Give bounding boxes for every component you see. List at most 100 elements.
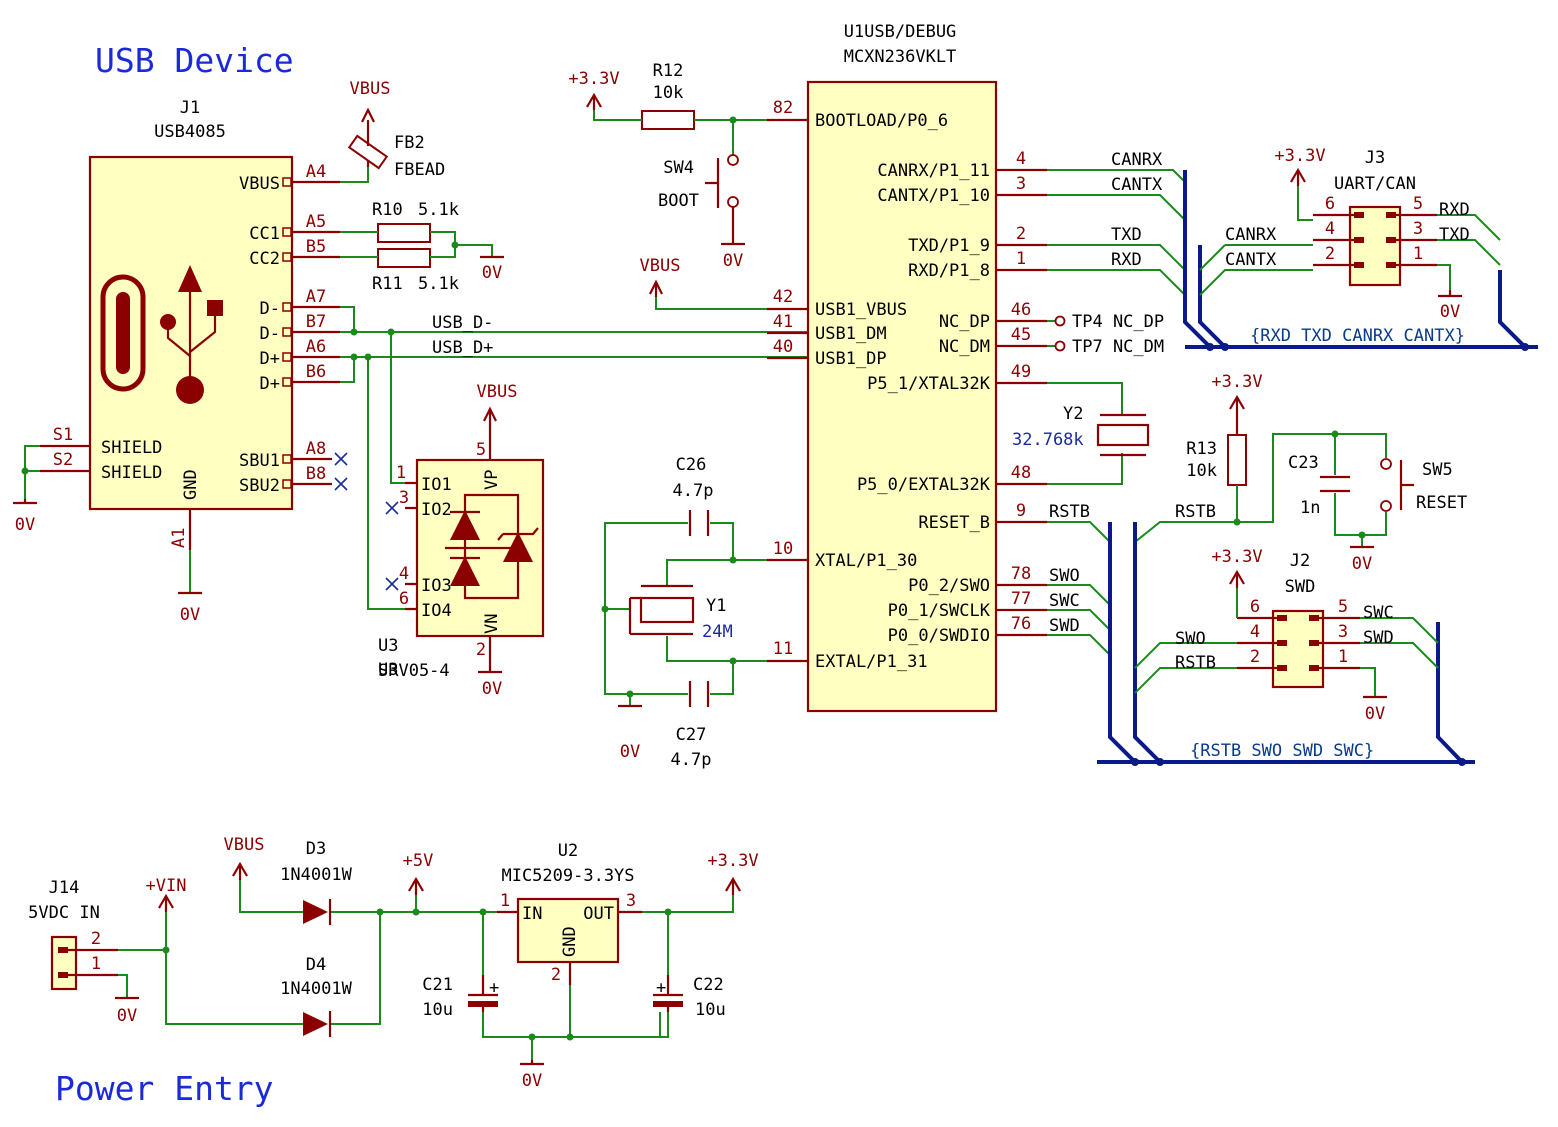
j2-pin-3: 3 [1338, 622, 1348, 642]
c21-plus-icon: + [489, 978, 499, 998]
tvs-zener-icon [503, 532, 533, 562]
j1-pin-name-shield1: SHIELD [101, 438, 162, 458]
u3-pin-name-vn: VN [482, 614, 502, 634]
j1-value: USB4085 [154, 122, 226, 142]
u1-pin-num-11: 11 [773, 639, 793, 659]
tp7-label: TP7 NC_DM [1072, 337, 1164, 357]
j1-pin-num-b7: B7 [306, 312, 326, 332]
u3-value-visible: SRV05-4 [378, 661, 450, 681]
u3-esd-protection: 1 3 4 6 5 2 IO1 IO2 IO3 IO4 VP VN U3 SRV… [378, 425, 545, 680]
net-label-usb-dp: USB_D+ [432, 338, 493, 358]
r11-resistor: R11 5.1k [372, 248, 459, 294]
net-label-cantx-u1: CANTX [1111, 175, 1163, 195]
j3-pin-6: 6 [1325, 194, 1335, 214]
j1-pin-name-dp2: D+ [260, 374, 280, 394]
u1-pin-num-76: 76 [1011, 614, 1031, 634]
fb2-value: FBEAD [394, 160, 445, 180]
u3-no-connect-icon [385, 501, 399, 591]
usb-c-receptacle-icon [100, 274, 146, 392]
u1-pin-num-40: 40 [773, 337, 793, 357]
net-label-swo-u1: SWO [1049, 566, 1080, 586]
sw5-value: RESET [1416, 493, 1467, 513]
c21-value: 10u [422, 1000, 453, 1020]
j3-uart-can-header: J3 UART/CAN 6 5 4 3 2 1 [1313, 148, 1437, 287]
j1-ref: J1 [180, 98, 200, 118]
c22-plus-icon: + [656, 978, 666, 998]
v33-symbol-r12: +3.3V [568, 69, 620, 110]
svg-text:0V: 0V [15, 515, 35, 535]
svg-text:0V: 0V [482, 679, 502, 699]
u3-pin-num-2: 2 [476, 640, 486, 660]
svg-text:VBUS: VBUS [477, 382, 518, 402]
fb2-ferrite-bead: VBUS FB2 FBEAD [340, 79, 445, 183]
d4-ref: D4 [306, 955, 326, 975]
r11-ref: R11 [372, 274, 403, 294]
u1-value: MCXN236VKLT [844, 47, 957, 67]
gnd-symbol-sw4: 0V [721, 242, 745, 271]
net-label-swc-j2: SWC [1363, 603, 1394, 623]
r10-ref: R10 [372, 200, 403, 220]
net-label-txd-j3: TXD [1439, 225, 1470, 245]
u1-pin-name-xtal32k: P5_1/XTAL32K [867, 374, 991, 394]
j1-usb-connector: J1 USB4085 VBUS CC1 CC2 D- D- D+ D+ SBU1… [40, 98, 348, 550]
net-label-rstb-reset: RSTB [1175, 502, 1216, 522]
fb2-ref: FB2 [394, 133, 425, 153]
sw4-value: BOOT [658, 191, 699, 211]
u1-ref: U1USB/DEBUG [844, 22, 957, 42]
gnd-symbol-power: 0V [520, 1060, 544, 1091]
u2-pin-num-1: 1 [500, 891, 510, 911]
fb2-vbus-label: VBUS [350, 79, 391, 99]
bus-label-uart-can: {RXD TXD CANRX CANTX} [1250, 326, 1465, 346]
j3-pin-5: 5 [1413, 194, 1423, 214]
u1-pin-num-78: 78 [1011, 564, 1031, 584]
u2-ref: U2 [558, 841, 578, 861]
u1-pin-name-usb1-dm: USB1_DM [815, 324, 887, 344]
u1-pin-num-45: 45 [1011, 325, 1031, 345]
svg-text:+3.3V: +3.3V [707, 851, 758, 871]
svg-text:+3.3V: +3.3V [1211, 547, 1262, 567]
c27-ref: C27 [676, 725, 707, 745]
j1-pin-num-a1: A1 [169, 528, 189, 548]
j1-pin-name-dp1: D+ [260, 349, 280, 369]
u2-value: MIC5209-3.3YS [501, 866, 634, 886]
j2-swd-header: J2 SWD 6 5 4 3 2 1 [1237, 551, 1360, 689]
u1-pin-num-9: 9 [1016, 501, 1026, 521]
net-label-swd-j2: SWD [1363, 628, 1394, 648]
net-label-txd-u1: TXD [1111, 225, 1142, 245]
svg-text:0V: 0V [1352, 554, 1372, 574]
c26-ref: C26 [676, 455, 707, 475]
r12-resistor: R12 10k [641, 61, 695, 130]
j14-pin-1: 1 [91, 954, 101, 974]
j2-pin-4: 4 [1250, 622, 1260, 642]
j2-pin-1: 1 [1338, 647, 1348, 667]
u2-pin-name-in: IN [522, 904, 542, 924]
svg-text:VBUS: VBUS [640, 256, 681, 276]
u1-vbus-symbol: VBUS [640, 256, 681, 297]
u1-pin-name-canrx: CANRX/P1_11 [877, 161, 990, 181]
gnd-symbol-u3: 0V [478, 670, 502, 699]
u1-pin-name-extal32k: P5_0/EXTAL32K [857, 475, 991, 495]
u1-pin-name-xtal: XTAL/P1_30 [815, 551, 917, 571]
y1-crystal: Y1 24M [628, 584, 733, 642]
u3-vbus-symbol: VBUS [477, 382, 518, 425]
u3-pin-name-io1: IO1 [421, 475, 452, 495]
j14-ref: J14 [49, 878, 80, 898]
j1-pin-num-s1: S1 [53, 425, 73, 445]
u3-pin-name-io2: IO2 [421, 500, 452, 520]
svg-text:0V: 0V [482, 263, 502, 283]
v33-symbol-u2: +3.3V [707, 851, 759, 895]
svg-text:+3.3V: +3.3V [568, 69, 619, 89]
r12-ref: R12 [653, 61, 684, 81]
y2-value: 32.768k [1012, 430, 1084, 450]
sw4-ref: SW4 [663, 158, 694, 178]
net-label-canrx-u1: CANRX [1111, 150, 1163, 170]
c22-ref: C22 [693, 975, 724, 995]
tp4-label: TP4 NC_DP [1072, 312, 1164, 332]
u1-pin-name-usb1-dp: USB1_DP [815, 349, 887, 369]
j1-pin-name-shield2: SHIELD [101, 463, 162, 483]
tp7-test-point [1054, 340, 1066, 352]
power-entry-title: Power Entry [55, 1069, 274, 1108]
u1-pin-num-1: 1 [1016, 249, 1026, 269]
net-label-swc-u1: SWC [1049, 591, 1080, 611]
